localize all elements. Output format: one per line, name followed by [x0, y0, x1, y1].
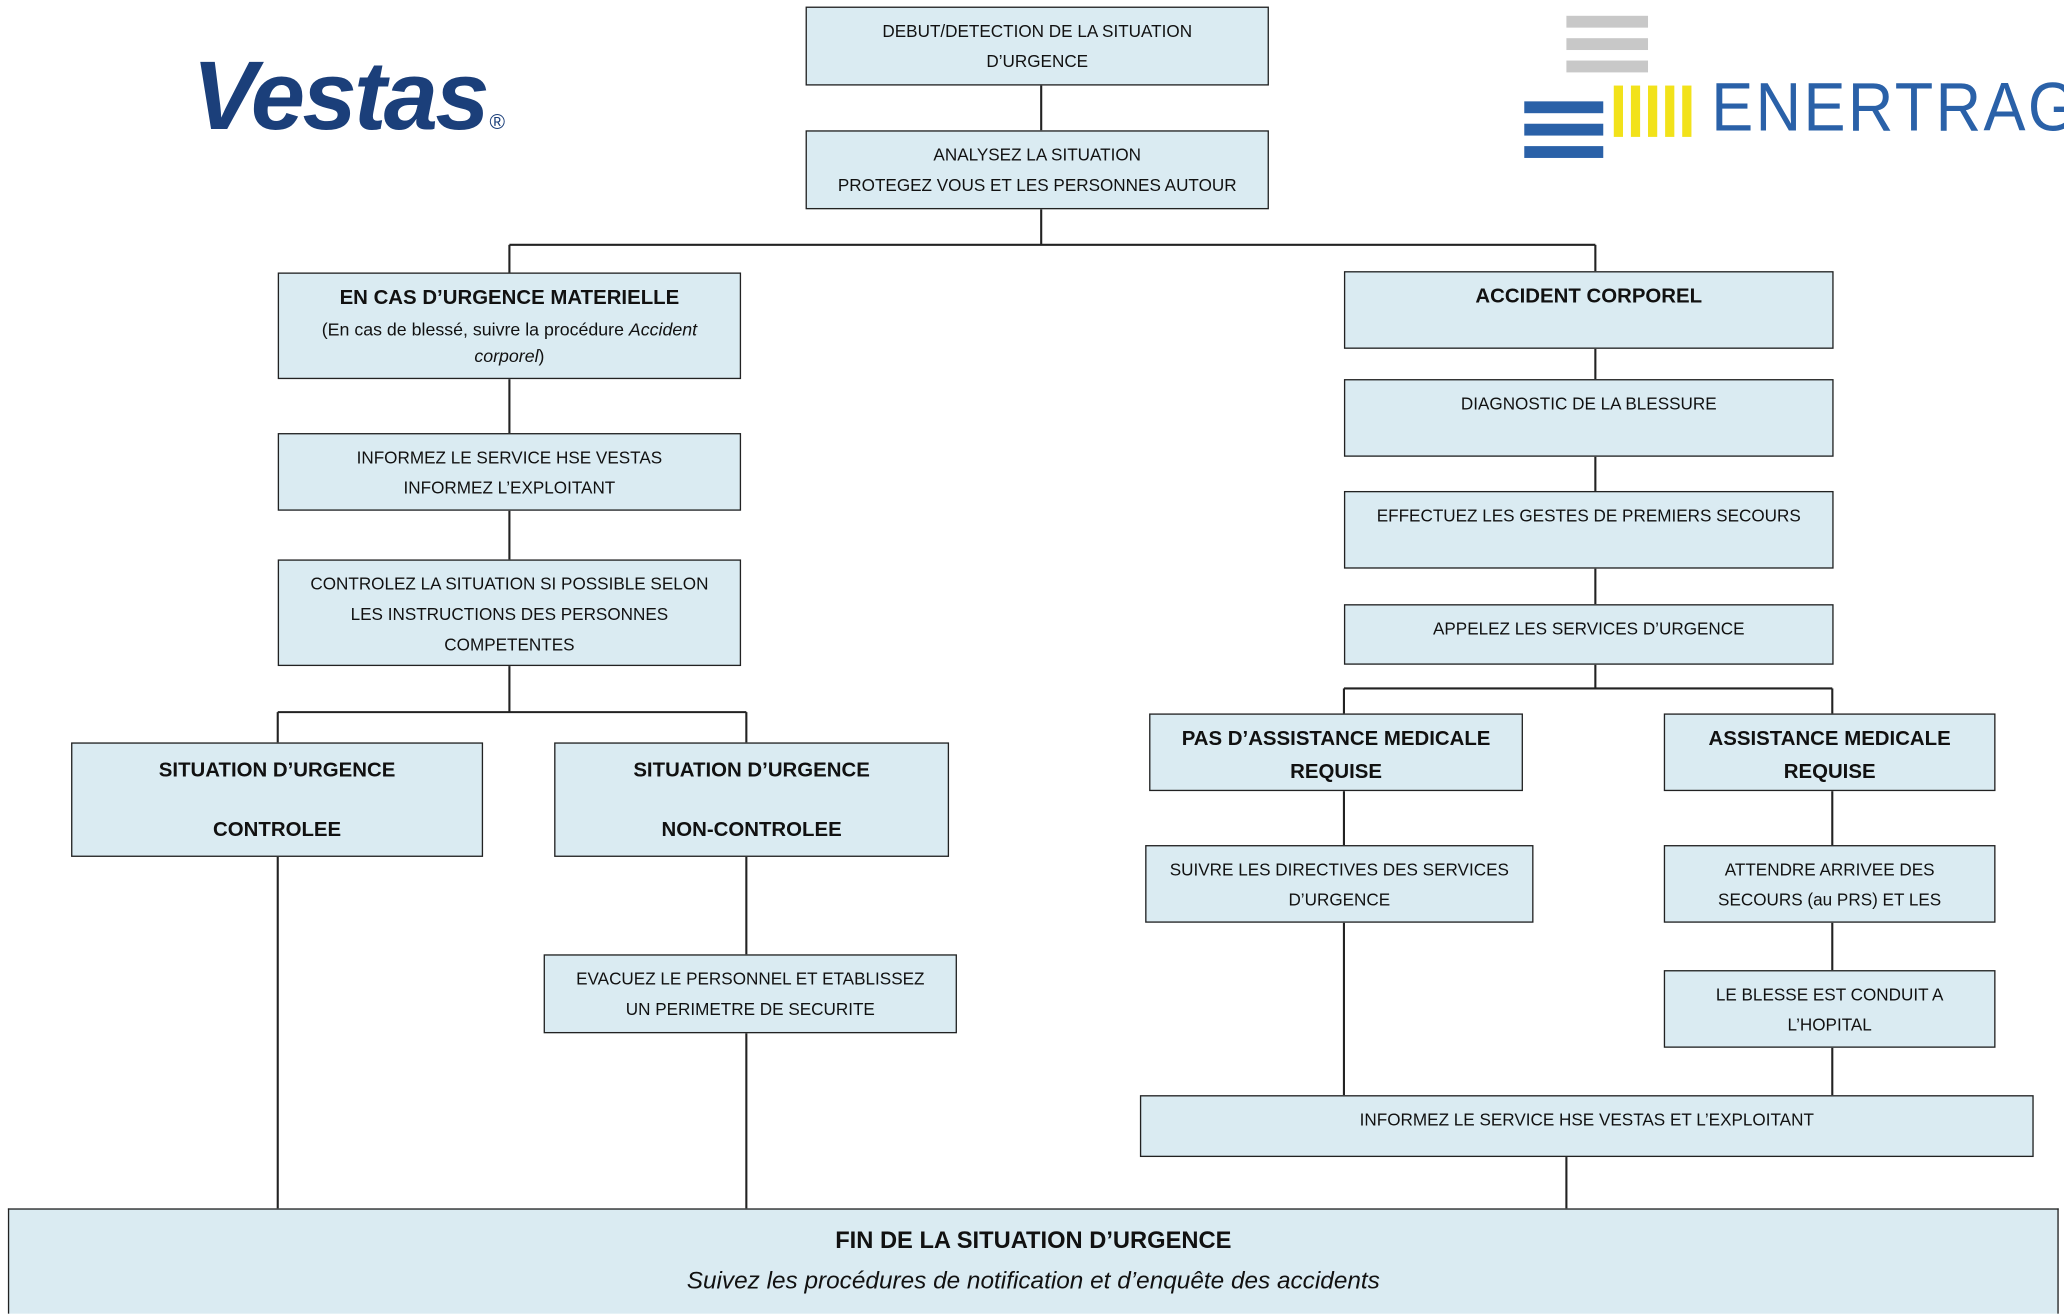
start-text-1: DEBUT/DETECTION DE LA SITUATION — [882, 21, 1193, 41]
hospital-text-2: L’HOPITAL — [1787, 1014, 1872, 1035]
material-emergency-note-2: corporel) — [474, 346, 545, 366]
control-text-3: COMPETENTES — [444, 634, 575, 655]
wait-rescue-text-2: SECOURS (au PRS) ET LES — [1718, 889, 1942, 910]
first-aid-text: EFFECTUEZ LES GESTES DE PREMIERS SECOURS — [1376, 505, 1801, 526]
enertrag-logo-text: ENERTRAG — [1711, 69, 2064, 147]
follow-directives-text-1: SUIVRE LES DIRECTIVES DES SERVICES — [1169, 859, 1509, 880]
end-emergency-title: FIN DE LA SITUATION D’URGENCE — [835, 1226, 1232, 1254]
vestas-logo: Vestas® — [192, 40, 506, 151]
controlled-situation-box: SITUATION D’URGENCE CONTROLEE — [71, 742, 484, 857]
hospital-text-1: LE BLESSE EST CONDUIT A — [1715, 984, 1944, 1005]
bodily-accident-box: ACCIDENT CORPOREL — [1343, 271, 1834, 349]
material-emergency-note: (En cas de blessé, suivre la procédure A… — [321, 319, 698, 340]
medical-assistance-text-1: ASSISTANCE MEDICALE — [1708, 727, 1951, 751]
diagnostic-box: DIAGNOSTIC DE LA BLESSURE — [1343, 379, 1834, 457]
inform-hse-exploitant-text: INFORMEZ LE SERVICE HSE VESTAS ET L’EXPL… — [1359, 1109, 1814, 1130]
control-situation-box: CONTROLEZ LA SITUATION SI POSSIBLE SELON… — [277, 559, 742, 667]
start-box: DEBUT/DETECTION DE LA SITUATION D’URGENC… — [805, 6, 1269, 86]
diagnostic-text: DIAGNOSTIC DE LA BLESSURE — [1460, 393, 1717, 414]
controlled-text-1: SITUATION D’URGENCE — [158, 759, 396, 782]
evacuate-text-1: EVACUEZ LE PERSONNEL ET ETABLISSEZ — [576, 968, 925, 989]
controlled-text-2: CONTROLEE — [213, 818, 342, 842]
inform-hse-text-1: INFORMEZ LE SERVICE HSE VESTAS — [356, 447, 663, 468]
analyse-text-1: ANALYSEZ LA SITUATION — [933, 144, 1142, 165]
evacuate-box: EVACUEZ LE PERSONNEL ET ETABLISSEZ UN PE… — [543, 954, 957, 1034]
material-emergency-box: EN CAS D’URGENCE MATERIELLE (En cas de b… — [277, 272, 742, 380]
medical-assistance-box: ASSISTANCE MEDICALE REQUISE — [1663, 713, 1996, 792]
follow-directives-box: SUIVRE LES DIRECTIVES DES SERVICES D’URG… — [1145, 845, 1534, 923]
uncontrolled-situation-box: SITUATION D’URGENCE NON-CONTROLEE — [554, 742, 950, 857]
start-text-2: D’URGENCE — [986, 51, 1089, 72]
no-medical-assistance-text-1: PAS D’ASSISTANCE MEDICALE — [1181, 727, 1491, 751]
no-medical-assistance-box: PAS D’ASSISTANCE MEDICALE REQUISE — [1149, 713, 1523, 792]
control-text-2: LES INSTRUCTIONS DES PERSONNES — [350, 604, 669, 624]
uncontrolled-text-2: NON-CONTROLEE — [661, 818, 842, 842]
inform-hse-box: INFORMEZ LE SERVICE HSE VESTAS INFORMEZ … — [277, 433, 742, 511]
first-aid-box: EFFECTUEZ LES GESTES DE PREMIERS SECOURS — [1343, 490, 1834, 569]
call-emergency-box: APPELEZ LES SERVICES D’URGENCE — [1343, 604, 1834, 665]
material-emergency-title: EN CAS D’URGENCE MATERIELLE — [339, 286, 680, 310]
hospital-box: LE BLESSE EST CONDUIT A L’HOPITAL — [1663, 970, 1996, 1048]
end-emergency-subtitle: Suivez les procédures de notification et… — [686, 1266, 1380, 1294]
uncontrolled-text-1: SITUATION D’URGENCE — [633, 759, 870, 782]
inform-hse-text-2: INFORMEZ L’EXPLOITANT — [403, 477, 616, 498]
no-medical-assistance-text-2: REQUISE — [1290, 760, 1382, 784]
call-emergency-text: APPELEZ LES SERVICES D’URGENCE — [1432, 618, 1745, 639]
follow-directives-text-2: D’URGENCE — [1288, 889, 1391, 910]
inform-hse-exploitant-box: INFORMEZ LE SERVICE HSE VESTAS ET L’EXPL… — [1139, 1095, 2034, 1158]
wait-rescue-text-1: ATTENDRE ARRIVEE DES — [1724, 859, 1935, 880]
bodily-accident-title: ACCIDENT CORPOREL — [1475, 285, 1703, 309]
analyse-text-2: PROTEGEZ VOUS ET LES PERSONNES AUTOUR — [837, 175, 1237, 195]
evacuate-text-2: UN PERIMETRE DE SECURITE — [625, 999, 875, 1019]
medical-assistance-text-2: REQUISE — [1783, 760, 1876, 784]
analyse-box: ANALYSEZ LA SITUATION PROTEGEZ VOUS ET L… — [805, 130, 1269, 210]
end-emergency-box: FIN DE LA SITUATION D’URGENCE Suivez les… — [7, 1208, 2059, 1314]
enertrag-logo-mark — [1524, 15, 1692, 158]
control-text-1: CONTROLEZ LA SITUATION SI POSSIBLE SELON — [310, 573, 709, 594]
wait-rescue-box: ATTENDRE ARRIVEE DES SECOURS (au PRS) ET… — [1663, 845, 1996, 923]
